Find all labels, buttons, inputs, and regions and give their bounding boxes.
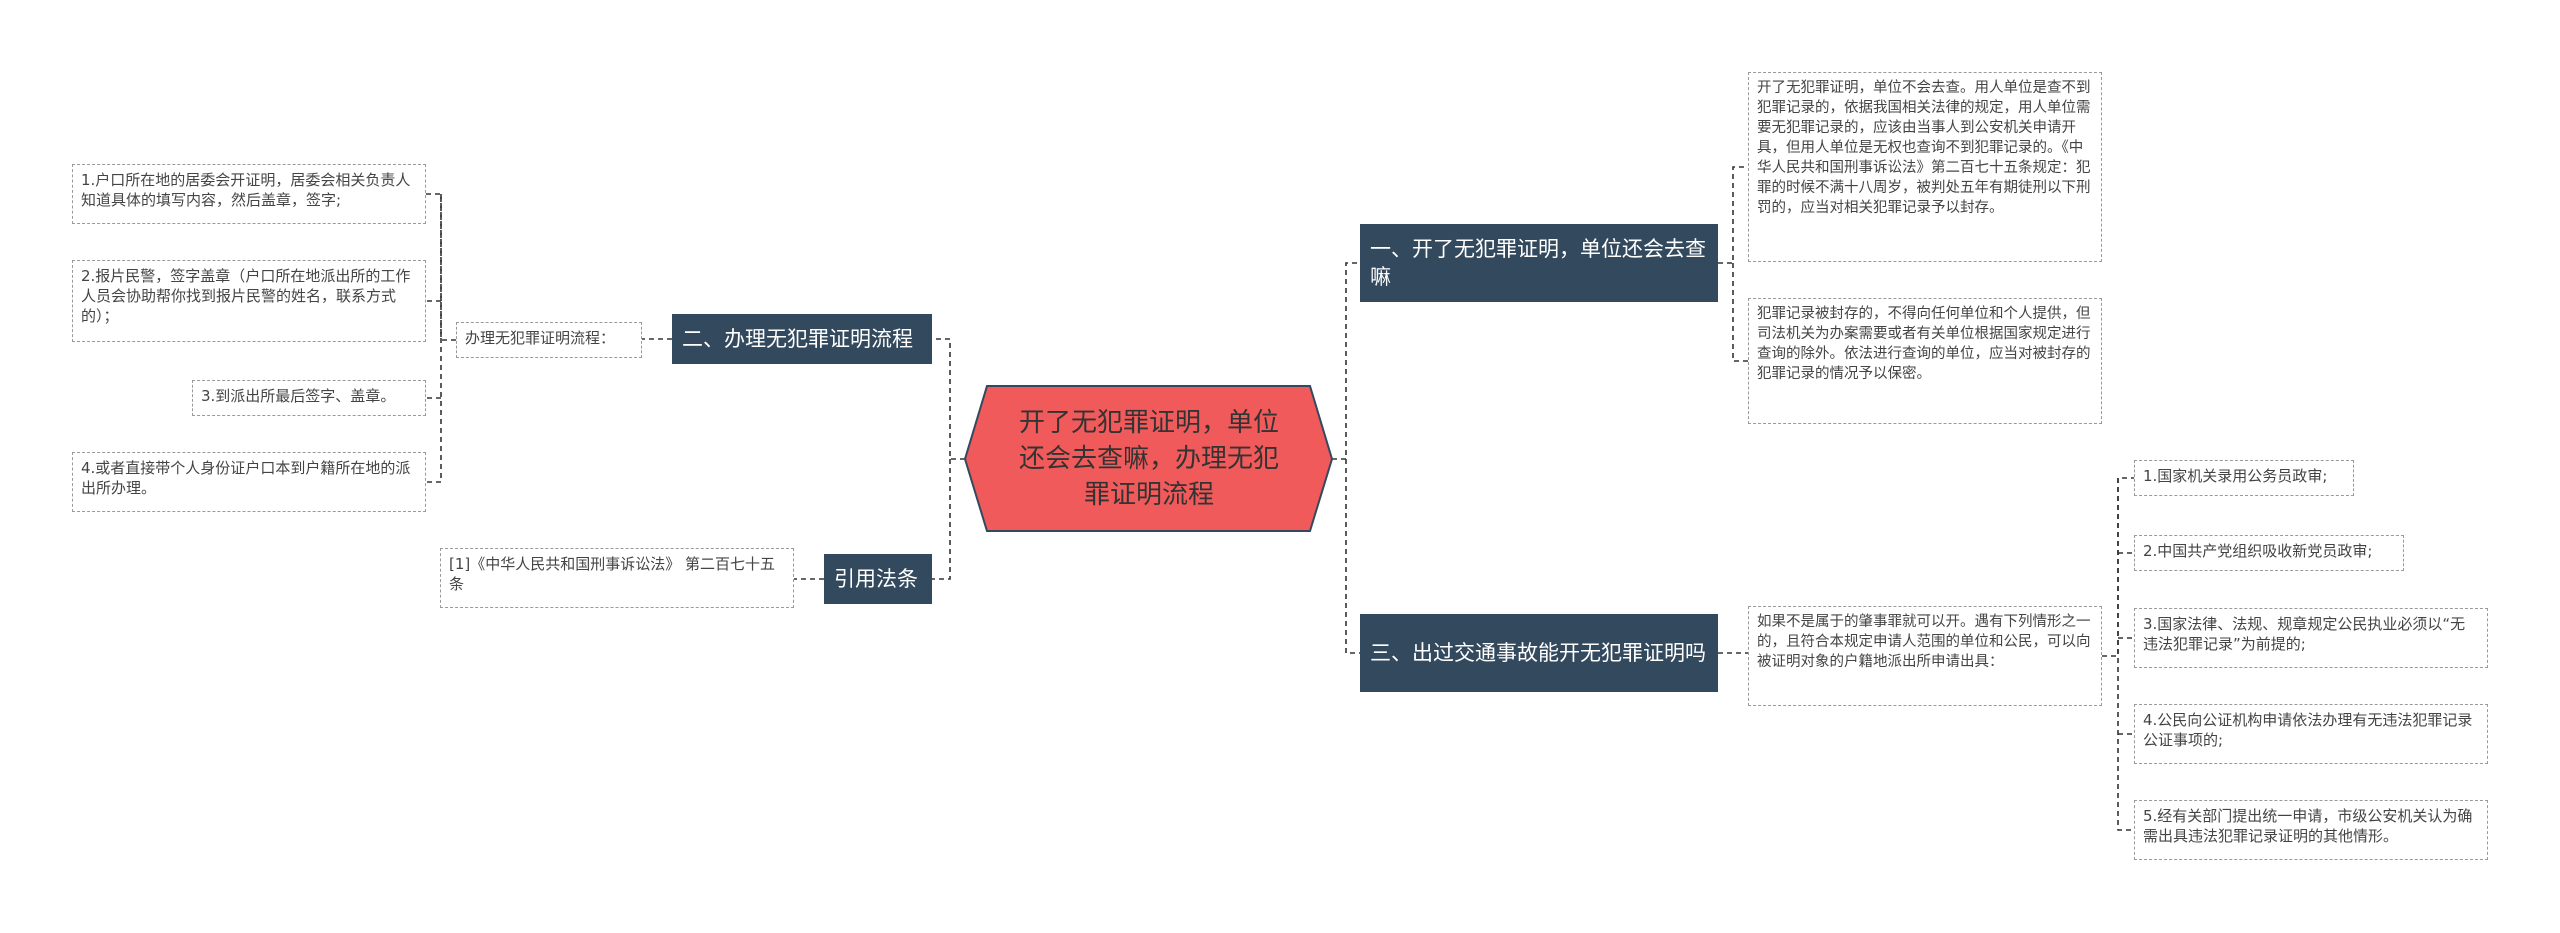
link-unit-check-leaf-2 <box>1732 263 1748 362</box>
leaf-case-2[interactable]: 2.中国共产党组织吸收新党员政审; <box>2134 535 2404 571</box>
link-unit-check-leaf-1 <box>1718 166 1748 264</box>
link-center-branch-process <box>932 338 965 460</box>
branch-unit-check[interactable]: 一、开了无犯罪证明，单位还会去查嘛 <box>1360 224 1718 302</box>
leaf-case-4[interactable]: 4.公民向公证机构申请依法办理有无违法犯罪记录公证事项的; <box>2134 704 2488 764</box>
central-topic-shape <box>963 385 1334 532</box>
leaf-cited-law[interactable]: [1]《中华人民共和国刑事诉讼法》 第二百七十五条 <box>440 548 794 608</box>
leaf-sealed-records[interactable]: 犯罪记录被封存的，不得向任何单位和个人提供，但司法机关为办案需要或者有关单位根据… <box>1748 298 2102 424</box>
branch-traffic-accident[interactable]: 三、出过交通事故能开无犯罪证明吗 <box>1360 614 1718 692</box>
link-center-branch-law <box>932 459 951 580</box>
leaf-case-5-text: 5.经有关部门提出统一申请，市级公安机关认为确需出具违法犯罪记录证明的其他情形。 <box>2143 807 2473 845</box>
branch-traffic-accident-label: 三、出过交通事故能开无犯罪证明吗 <box>1370 641 1706 665</box>
leaf-unit-check-answer[interactable]: 开了无犯罪证明，单位不会去查。用人单位是查不到犯罪记录的，依据我国相关法律的规定… <box>1748 72 2102 262</box>
leaf-step-3[interactable]: 3.到派出所最后签字、盖章。 <box>192 380 426 416</box>
leaf-process-heading-text: 办理无犯罪证明流程： <box>465 329 616 347</box>
link-step-4 <box>426 194 442 483</box>
branch-cited-law[interactable]: 引用法条 <box>824 554 932 604</box>
leaf-cited-law-text: [1]《中华人民共和国刑事诉讼法》 第二百七十五条 <box>449 555 776 593</box>
leaf-step-4[interactable]: 4.或者直接带个人身份证户口本到户籍所在地的派出所办理。 <box>72 452 426 512</box>
leaf-sealed-records-text: 犯罪记录被封存的，不得向任何单位和个人提供，但司法机关为办案需要或者有关单位根据… <box>1757 306 2091 382</box>
leaf-case-3-text: 3.国家法律、法规、规章规定公民执业必须以“无违法犯罪记录”为前提的; <box>2143 615 2466 653</box>
leaf-case-1[interactable]: 1.国家机关录用公务员政审; <box>2134 460 2354 496</box>
leaf-case-5[interactable]: 5.经有关部门提出统一申请，市级公安机关认为确需出具违法犯罪记录证明的其他情形。 <box>2134 800 2488 860</box>
leaf-step-1[interactable]: 1.户口所在地的居委会开证明，居委会相关负责人知道具体的填写内容，然后盖章，签字… <box>72 164 426 224</box>
link-center-branch-unit-check <box>1332 262 1360 460</box>
leaf-traffic-answer-text: 如果不是属于的肇事罪就可以开。遇有下列情形之一的，且符合本规定申请人范围的单位和… <box>1757 614 2091 670</box>
leaf-step-4-text: 4.或者直接带个人身份证户口本到户籍所在地的派出所办理。 <box>81 459 411 497</box>
leaf-step-2[interactable]: 2.报片民警，签字盖章（户口所在地派出所的工作人员会协助帮你找到报片民警的姓名，… <box>72 260 426 342</box>
leaf-step-3-text: 3.到派出所最后签字、盖章。 <box>201 387 396 405</box>
link-center-branch-traffic <box>1345 459 1360 654</box>
leaf-case-4-text: 4.公民向公证机构申请依法办理有无违法犯罪记录公证事项的; <box>2143 711 2473 749</box>
branch-unit-check-label: 一、开了无犯罪证明，单位还会去查嘛 <box>1370 237 1706 289</box>
link-traffic-case-1 <box>2102 477 2134 657</box>
leaf-case-1-text: 1.国家机关录用公务员政审; <box>2143 467 2328 485</box>
leaf-step-2-text: 2.报片民警，签字盖章（户口所在地派出所的工作人员会协助帮你找到报片民警的姓名，… <box>81 267 411 325</box>
central-topic-label: 开了无犯罪证明，单位还会去查嘛，办理无犯罪证明流程 <box>1018 407 1279 510</box>
link-traffic-case-5 <box>2117 478 2134 831</box>
leaf-step-1-text: 1.户口所在地的居委会开证明，居委会相关负责人知道具体的填写内容，然后盖章，签字… <box>81 171 411 209</box>
leaf-process-heading[interactable]: 办理无犯罪证明流程： <box>456 322 642 358</box>
leaf-unit-check-answer-text: 开了无犯罪证明，单位不会去查。用人单位是查不到犯罪记录的，依据我国相关法律的规定… <box>1757 80 2091 216</box>
leaf-traffic-answer[interactable]: 如果不是属于的肇事罪就可以开。遇有下列情形之一的，且符合本规定申请人范围的单位和… <box>1748 606 2102 706</box>
branch-process-label: 二、办理无犯罪证明流程 <box>682 327 913 351</box>
central-topic[interactable]: 开了无犯罪证明，单位还会去查嘛，办理无犯罪证明流程 <box>968 386 1330 531</box>
branch-process[interactable]: 二、办理无犯罪证明流程 <box>672 314 932 364</box>
leaf-case-2-text: 2.中国共产党组织吸收新党员政审; <box>2143 542 2373 560</box>
leaf-case-3[interactable]: 3.国家法律、法规、规章规定公民执业必须以“无违法犯罪记录”为前提的; <box>2134 608 2488 668</box>
branch-cited-law-label: 引用法条 <box>834 567 918 591</box>
